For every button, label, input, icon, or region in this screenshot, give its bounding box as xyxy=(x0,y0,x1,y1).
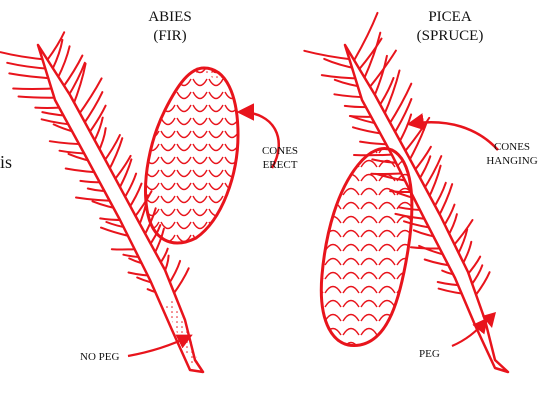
spruce-title: PICEA (SPRUCE) xyxy=(402,8,498,46)
needle xyxy=(388,84,411,126)
needle xyxy=(393,99,411,135)
no-peg-label: NO PEG xyxy=(80,350,119,364)
cones-erect-label: CONES ERECT xyxy=(250,144,310,172)
needle xyxy=(374,56,387,98)
needle xyxy=(364,33,380,79)
needle xyxy=(83,92,103,126)
fir-title: ABIES (FIR) xyxy=(134,8,206,46)
fir-genus: ABIES xyxy=(134,8,206,27)
fir-cone-erect xyxy=(146,68,238,243)
cones-hanging-label: CONES HANGING xyxy=(476,140,548,168)
spruce-common-name: (SPRUCE) xyxy=(402,27,498,46)
spruce-cone-hanging xyxy=(321,149,412,346)
fir-common-name: (FIR) xyxy=(134,27,206,46)
needle xyxy=(379,78,394,107)
fir-branch xyxy=(1,32,279,372)
peg-label: PEG xyxy=(419,347,440,361)
spruce-branch xyxy=(304,13,508,372)
edge-text-fragment: is xyxy=(0,152,12,173)
spruce-genus: PICEA xyxy=(402,8,498,27)
